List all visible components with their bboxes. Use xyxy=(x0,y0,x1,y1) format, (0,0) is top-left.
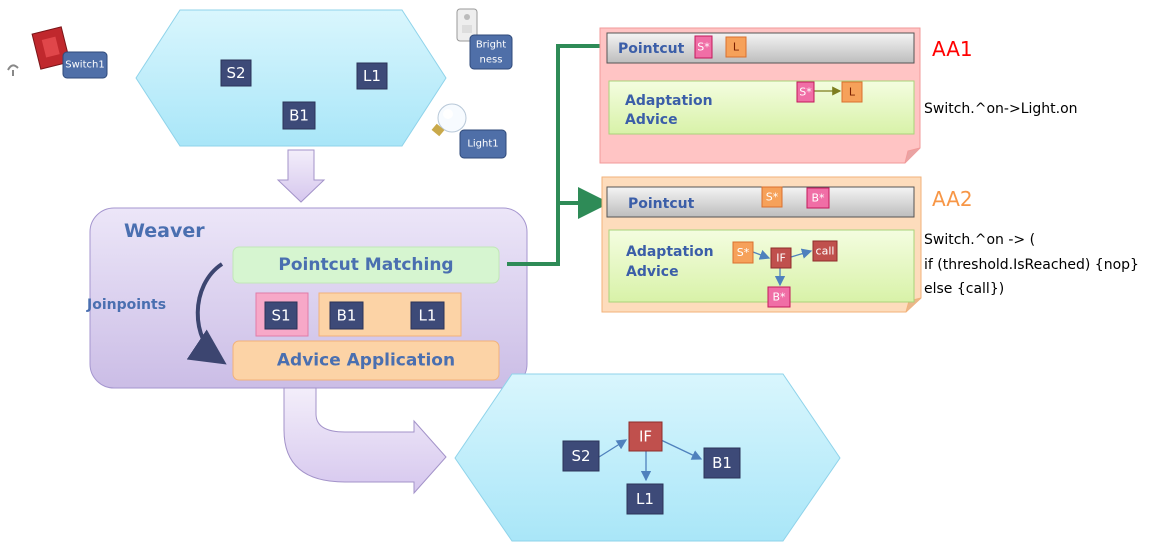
aa1-pointcut-bar xyxy=(606,32,915,64)
aa2-advice-label-2: Advice xyxy=(626,264,679,280)
aa2-pointcut-token-s: S* xyxy=(761,186,783,208)
output-model-hexagon xyxy=(454,373,841,542)
svg-text:L: L xyxy=(849,86,856,99)
pointcut-matching-box xyxy=(232,246,500,284)
joinpoints-curved-arrow xyxy=(186,262,227,365)
aa2-id: AA2 xyxy=(932,187,973,211)
aa2-code-line-1: Switch.^on -> ( xyxy=(924,232,1035,248)
joinpoints-label: Joinpoints xyxy=(86,297,166,313)
aa2-pointcut-label: Pointcut xyxy=(628,196,695,212)
pointcut-matching-label: Pointcut Matching xyxy=(278,255,453,275)
aa1-pointcut-token-l: L xyxy=(725,36,747,58)
svg-text:L1: L1 xyxy=(363,67,381,85)
brightness-sensor-icon xyxy=(456,8,478,42)
svg-text:S1: S1 xyxy=(271,307,290,325)
svg-text:B1: B1 xyxy=(337,307,357,325)
aa2-advice-box xyxy=(608,229,915,303)
input-node-l1: L1 xyxy=(356,62,388,90)
aa1-advice-label-2: Advice xyxy=(625,112,678,128)
aa1-id: AA1 xyxy=(932,37,973,61)
input-to-weaver-arrow xyxy=(276,149,326,203)
switch-device-label: Switch1 xyxy=(62,51,108,79)
aa2-advice-token-s: S* xyxy=(732,241,754,264)
edge-if-b1 xyxy=(660,439,703,460)
svg-text:B1: B1 xyxy=(712,454,732,472)
svg-text:S*: S* xyxy=(766,191,779,204)
aa2-code-line-2: if (threshold.IsReached) {nop} xyxy=(924,257,1139,273)
input-node-b1: B1 xyxy=(282,101,316,130)
light-label: Light1 xyxy=(467,139,498,150)
advice-application-box xyxy=(232,340,500,381)
light-device-label: Light1 xyxy=(459,129,507,159)
svg-text:IF: IF xyxy=(776,252,786,265)
aa1-pointcut-token-s: S* xyxy=(694,35,713,59)
aa1-pointcut-label: Pointcut xyxy=(618,41,685,57)
aa1-advice-box xyxy=(608,80,915,135)
output-node-l1: L1 xyxy=(626,483,664,515)
svg-text:S*: S* xyxy=(697,41,710,54)
light-bulb-icon xyxy=(431,103,467,137)
aa2-pointcut-token-b: B* xyxy=(806,187,830,209)
aa2-advice-label-1: Adaptation xyxy=(626,244,714,260)
svg-text:S*: S* xyxy=(737,246,750,259)
svg-text:L1: L1 xyxy=(636,490,654,508)
svg-text:B*: B* xyxy=(811,192,825,205)
svg-text:call: call xyxy=(816,245,835,258)
aa2-edge-s-if xyxy=(752,249,771,260)
aa2-code-line-3: else {call}) xyxy=(924,281,1004,297)
svg-text:IF: IF xyxy=(639,428,652,446)
aa1-code: Switch.^on->Light.on xyxy=(924,101,1078,117)
advice-application-label: Advice Application xyxy=(277,351,455,371)
aa2-edge-if-call xyxy=(790,248,813,259)
joinpoint-b1: B1 xyxy=(329,301,364,330)
brightness-label-line2: ness xyxy=(480,55,503,66)
aa2-advice-token-if: IF xyxy=(770,247,792,269)
svg-text:S2: S2 xyxy=(226,64,245,82)
joinpoint-l1: L1 xyxy=(410,301,445,330)
aa1-folded-corner xyxy=(904,147,921,164)
aa1-advice-token-l: L xyxy=(841,81,863,103)
weaver-to-output-arrow xyxy=(283,387,447,495)
aa2-pointcut-bar xyxy=(606,186,915,218)
weaver-title: Weaver xyxy=(124,220,205,242)
output-node-b1: B1 xyxy=(703,447,741,479)
input-node-s2: S2 xyxy=(220,59,252,87)
output-node-if: IF xyxy=(628,421,663,452)
aa1-advice-token-s: S* xyxy=(796,81,815,103)
input-model-hexagon xyxy=(135,9,447,147)
brightness-label-line1: Bright xyxy=(476,40,506,51)
svg-text:L: L xyxy=(733,41,740,54)
aa2-advice-token-call: call xyxy=(812,240,838,262)
switch-label: Switch1 xyxy=(65,60,104,71)
svg-text:L1: L1 xyxy=(419,307,437,325)
aa2-advice-token-b: B* xyxy=(767,286,791,308)
switch-device-icon xyxy=(7,26,71,76)
aa1-advice-label-1: Adaptation xyxy=(625,93,713,109)
svg-text:S*: S* xyxy=(799,86,812,99)
svg-text:B*: B* xyxy=(772,291,786,304)
svg-text:S2: S2 xyxy=(571,447,590,465)
edge-s2-if xyxy=(598,439,628,458)
brightness-device-label: Bright ness xyxy=(469,34,513,70)
output-node-s2: S2 xyxy=(562,440,600,472)
joinpoint-s1: S1 xyxy=(264,301,298,330)
svg-text:B1: B1 xyxy=(289,107,309,125)
